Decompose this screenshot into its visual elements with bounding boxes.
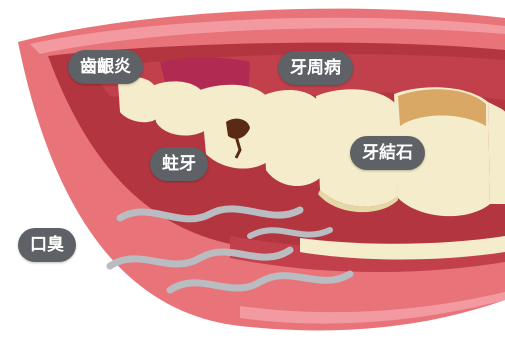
label-dental-calculus: 牙結石 xyxy=(350,136,425,170)
label-tooth-decay: 蛀牙 xyxy=(150,147,208,181)
label-bad-breath: 口臭 xyxy=(18,228,76,262)
front-tooth-edge xyxy=(488,102,505,204)
middle-tooth xyxy=(262,90,322,186)
label-gingivitis: 齒齦炎 xyxy=(68,50,143,84)
label-periodontal-disease: 牙周病 xyxy=(278,51,353,85)
